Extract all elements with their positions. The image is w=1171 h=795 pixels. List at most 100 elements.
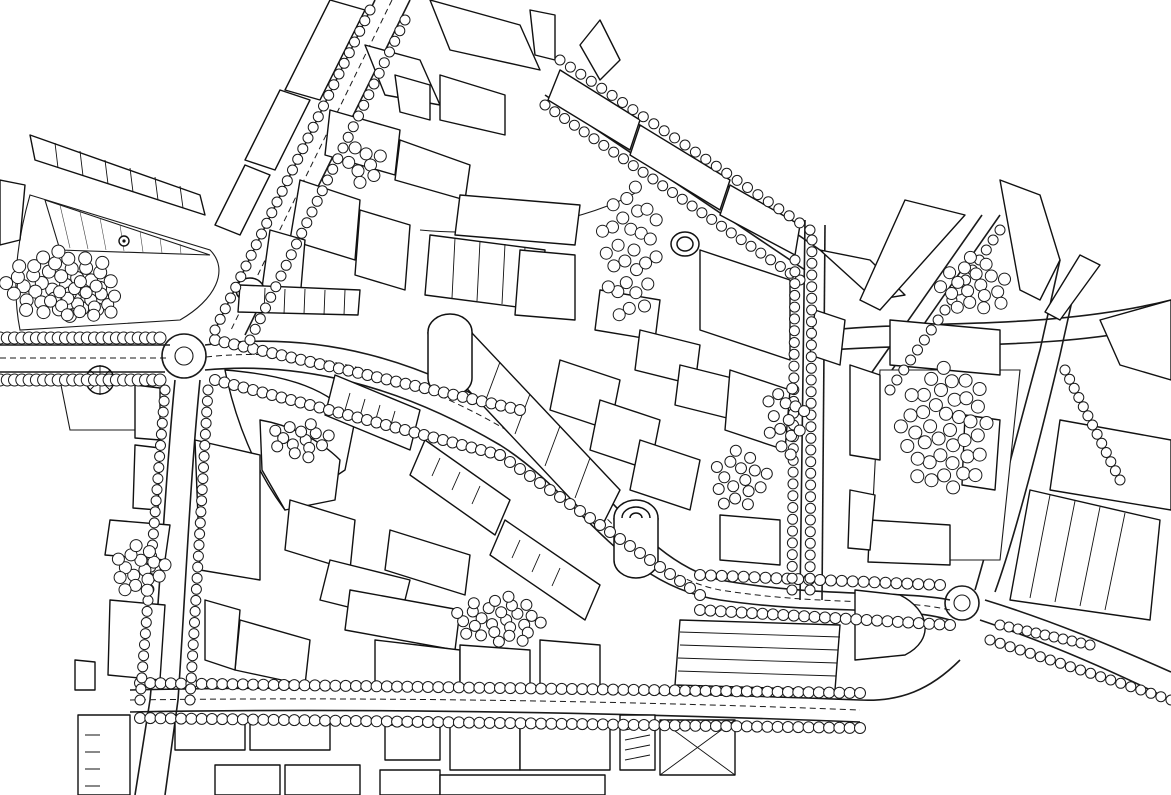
tree bbox=[1004, 641, 1016, 653]
tree bbox=[720, 720, 733, 733]
tree bbox=[958, 261, 971, 275]
tree bbox=[196, 495, 208, 507]
tree bbox=[994, 296, 1008, 310]
tree bbox=[846, 575, 859, 588]
tree bbox=[784, 448, 797, 461]
tree bbox=[1075, 664, 1086, 676]
tree bbox=[191, 572, 203, 584]
tree bbox=[793, 424, 806, 437]
tree bbox=[271, 196, 283, 208]
tree bbox=[905, 354, 917, 366]
tree bbox=[155, 428, 167, 440]
tree bbox=[788, 325, 800, 337]
tree bbox=[928, 398, 943, 413]
tree bbox=[798, 405, 811, 418]
tree bbox=[933, 618, 946, 631]
tree bbox=[1145, 687, 1157, 699]
tree bbox=[1105, 674, 1117, 686]
tree bbox=[607, 683, 620, 696]
tree bbox=[337, 142, 349, 154]
tree bbox=[195, 677, 208, 690]
tree bbox=[473, 681, 486, 694]
tree bbox=[475, 629, 487, 642]
tree bbox=[73, 275, 87, 289]
tree bbox=[674, 575, 686, 587]
tree bbox=[309, 427, 322, 440]
tree bbox=[777, 609, 790, 621]
tree bbox=[774, 422, 787, 435]
tree bbox=[276, 185, 288, 197]
tree bbox=[153, 331, 167, 345]
tree bbox=[637, 111, 649, 123]
tree bbox=[411, 680, 424, 693]
tree bbox=[924, 473, 939, 488]
tree bbox=[714, 605, 727, 618]
tree bbox=[141, 572, 155, 586]
tree bbox=[230, 281, 242, 293]
tree bbox=[28, 284, 43, 299]
tree bbox=[833, 721, 846, 734]
tree bbox=[627, 104, 639, 116]
tree bbox=[629, 286, 643, 300]
tree bbox=[202, 384, 214, 396]
tree bbox=[1059, 364, 1071, 376]
tree bbox=[789, 301, 801, 313]
tree bbox=[787, 478, 799, 490]
tree bbox=[627, 718, 640, 731]
tree bbox=[735, 234, 747, 246]
tree bbox=[805, 339, 817, 351]
tree bbox=[360, 680, 373, 693]
tree bbox=[596, 82, 608, 94]
tree bbox=[149, 506, 161, 518]
tree bbox=[586, 683, 599, 696]
tree bbox=[972, 382, 987, 396]
tree bbox=[731, 174, 743, 186]
tree bbox=[649, 250, 663, 264]
tree bbox=[380, 680, 393, 693]
tree bbox=[794, 217, 806, 229]
tree bbox=[884, 384, 896, 396]
tree bbox=[806, 292, 818, 304]
tree bbox=[1039, 629, 1051, 641]
tree bbox=[457, 615, 470, 628]
tree bbox=[788, 348, 800, 360]
tree bbox=[771, 685, 784, 698]
tree bbox=[598, 139, 610, 151]
tree bbox=[923, 578, 936, 591]
tree bbox=[963, 295, 977, 309]
tree bbox=[473, 716, 486, 729]
tree bbox=[483, 681, 496, 694]
tree bbox=[806, 304, 818, 316]
tree bbox=[384, 46, 395, 58]
tree bbox=[1073, 392, 1085, 403]
tree bbox=[391, 715, 404, 728]
tree bbox=[257, 713, 270, 726]
tree bbox=[657, 180, 669, 192]
tree bbox=[881, 615, 894, 628]
tree bbox=[316, 185, 328, 197]
tree bbox=[770, 572, 783, 585]
tree bbox=[785, 429, 798, 442]
tree bbox=[638, 719, 650, 731]
tree bbox=[710, 720, 722, 732]
tree bbox=[628, 180, 642, 194]
tree bbox=[265, 291, 277, 303]
tree bbox=[576, 683, 589, 696]
tree bbox=[612, 308, 626, 322]
tree bbox=[806, 257, 818, 269]
tree bbox=[524, 682, 537, 695]
tree bbox=[773, 203, 785, 215]
tree bbox=[483, 716, 496, 729]
tree bbox=[236, 678, 249, 691]
tree bbox=[113, 571, 127, 584]
tree bbox=[534, 616, 547, 629]
tree bbox=[1021, 625, 1033, 637]
tree bbox=[495, 606, 508, 619]
tree bbox=[185, 672, 197, 684]
tree bbox=[741, 498, 754, 511]
tree bbox=[247, 678, 260, 691]
tree bbox=[752, 189, 764, 201]
tree bbox=[271, 440, 284, 453]
tree bbox=[399, 377, 412, 390]
